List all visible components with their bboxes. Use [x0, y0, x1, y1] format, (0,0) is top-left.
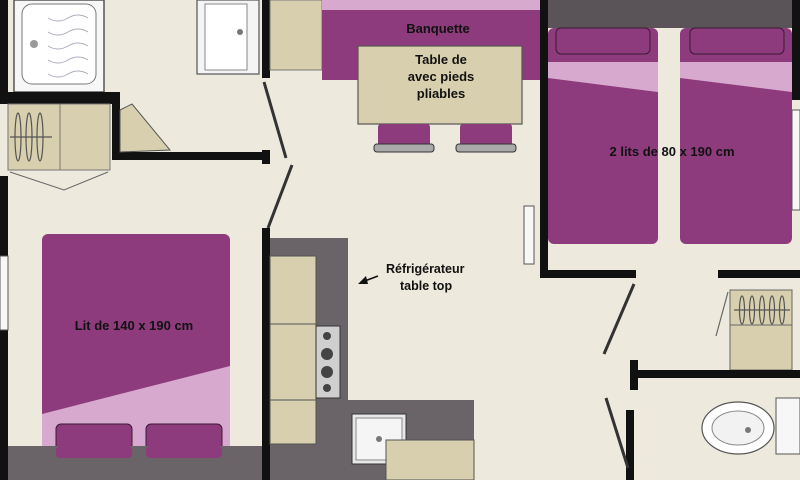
- master-bedroom-headboard: [8, 446, 262, 480]
- toilet: [701, 397, 800, 455]
- table-label-line1: Table de: [415, 52, 467, 67]
- chair-left: [373, 124, 435, 153]
- twin-bedroom-door: [602, 283, 636, 355]
- twin-beds-label: 2 lits de 80 x 190 cm: [609, 144, 734, 159]
- wc-cabinet: [729, 289, 793, 371]
- twin-bedroom-window: [791, 109, 800, 211]
- fridge-label-line2: table top: [400, 279, 452, 293]
- twin-bedroom-wall-left: [540, 0, 548, 278]
- bathroom-wall-right: [262, 0, 270, 78]
- wc-cabinet-door: [715, 291, 729, 337]
- closet-door-flap: [119, 103, 172, 153]
- corridor-door: [266, 164, 294, 229]
- closet-wall-right: [112, 96, 120, 160]
- washbasin: [196, 0, 260, 75]
- double-bed-label: Lit de 140 x 190 cm: [75, 318, 194, 333]
- banquette-back: [322, 0, 544, 10]
- bathroom-door: [262, 81, 288, 159]
- fridge-arrow: [358, 275, 379, 284]
- table-label-line2: avec pieds: [408, 69, 475, 84]
- banquette-label: Banquette: [406, 21, 470, 36]
- wc-wall-left: [626, 410, 634, 480]
- hangers: [10, 112, 52, 162]
- kitchen-cabinet-mid: [269, 323, 317, 401]
- wc-door: [604, 397, 630, 469]
- kitchen-wall-left: [262, 228, 270, 480]
- dining-table: [357, 45, 523, 125]
- double-bed: [42, 234, 230, 480]
- wood-panel-top: [269, 0, 323, 71]
- chair-right: [455, 124, 517, 153]
- cooktop: [315, 325, 341, 399]
- master-bedroom-window: [0, 255, 9, 331]
- kitchen-cabinet-top: [269, 255, 317, 325]
- kitchen-cabinet-low: [269, 399, 317, 445]
- bathroom-wall-left: [0, 0, 8, 96]
- bathroom-wall-bottom: [0, 92, 120, 99]
- twin-bed-right: [680, 27, 792, 244]
- shower: [13, 0, 105, 93]
- table-label-line3: pliables: [417, 86, 465, 101]
- closet-wall-bottom: [112, 152, 270, 160]
- closet-end-cap: [262, 150, 270, 164]
- wc-wall-top: [630, 370, 800, 378]
- kitchen-cabinet-front: [385, 439, 475, 480]
- twin-bedroom-wall-right: [792, 0, 800, 100]
- twin-bedroom-wall-bottom: [540, 270, 636, 278]
- closet-wall-top: [0, 96, 120, 104]
- twin-bedroom-wall-bottom-right: [718, 270, 800, 278]
- wardrobe-door-swing: [9, 171, 109, 191]
- wc-wall-left-cap: [630, 360, 638, 390]
- twin-bedroom-top-panel: [544, 0, 800, 28]
- fridge-label-line1: Réfrigérateur: [386, 262, 465, 276]
- twin-bed-left: [548, 27, 658, 244]
- heater: [523, 205, 535, 265]
